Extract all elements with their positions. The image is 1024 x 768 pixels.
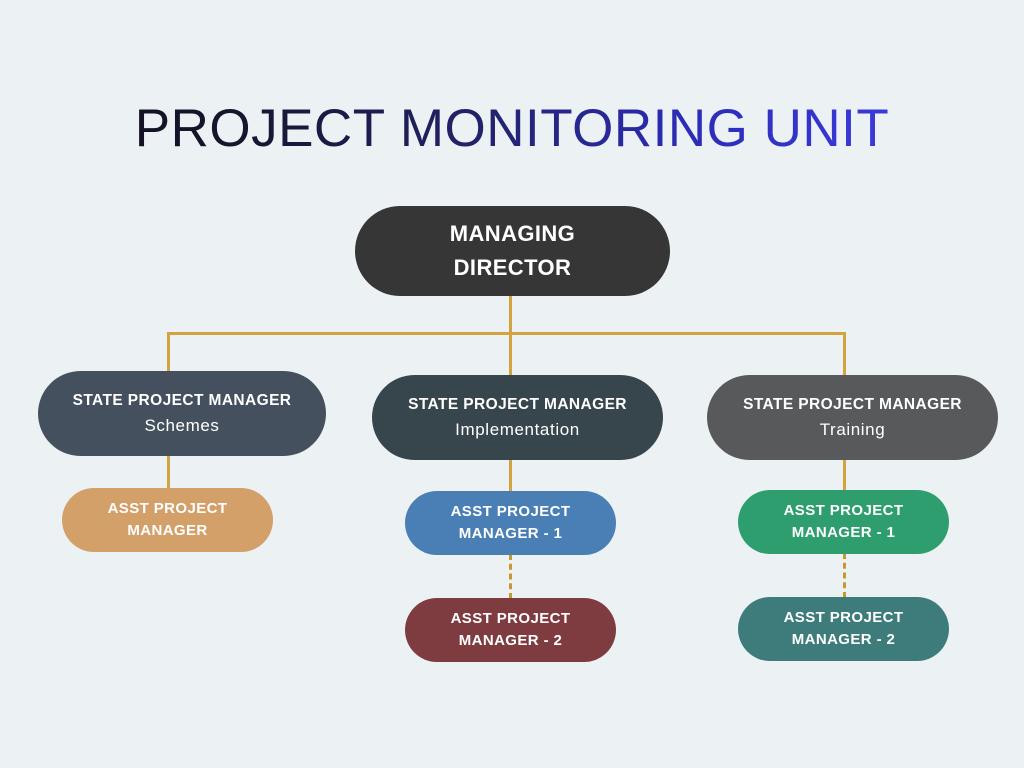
node-asst-project-manager-implementation-1[interactable]: ASST PROJECT MANAGER - 1 [405,491,616,555]
node-apm-training-1-line2: MANAGER - 1 [791,524,896,541]
node-apm-schemes-line2: MANAGER [127,522,208,539]
node-apm-implementation-1-line1: ASST PROJECT [450,503,571,520]
node-managing-director-line1: MANAGING [449,221,576,246]
node-state-project-manager-schemes[interactable]: STATE PROJECT MANAGER Schemes [38,371,326,456]
node-state-project-manager-training[interactable]: STATE PROJECT MANAGER Training [707,375,998,460]
node-spm-implementation-title: STATE PROJECT MANAGER [408,395,627,413]
node-spm-training-subtitle: Training [819,419,886,439]
connector-apm-training-1-to-2 [843,553,846,598]
connector-apm-implementation-1-to-2 [509,554,512,599]
connector-bus-to-spm-schemes [167,332,170,373]
connector-bus-to-spm-training [843,332,846,377]
node-managing-director-line2: DIRECTOR [453,255,572,280]
page-title: PROJECT MONITORING UNIT [0,96,1024,162]
node-apm-schemes-line1: ASST PROJECT [107,500,228,517]
node-apm-implementation-2-line2: MANAGER - 2 [458,632,563,649]
node-apm-implementation-2-line1: ASST PROJECT [450,610,571,627]
connector-horizontal-bus [167,332,846,335]
node-asst-project-manager-schemes[interactable]: ASST PROJECT MANAGER [62,488,273,552]
node-spm-training-title: STATE PROJECT MANAGER [743,395,962,413]
node-spm-implementation-subtitle: Implementation [455,419,580,439]
node-apm-training-1-line1: ASST PROJECT [783,502,904,519]
node-asst-project-manager-training-1[interactable]: ASST PROJECT MANAGER - 1 [738,490,949,554]
node-apm-training-2-line2: MANAGER - 2 [791,631,896,648]
node-spm-schemes-title: STATE PROJECT MANAGER [72,391,292,409]
node-spm-schemes-subtitle: Schemes [144,415,220,435]
node-apm-training-2-line1: ASST PROJECT [783,609,904,626]
node-state-project-manager-implementation[interactable]: STATE PROJECT MANAGER Implementation [372,375,663,460]
connector-spm-training-to-apm-1 [843,459,846,492]
node-asst-project-manager-training-2[interactable]: ASST PROJECT MANAGER - 2 [738,597,949,661]
node-apm-implementation-1-line2: MANAGER - 1 [458,525,563,542]
connector-spm-schemes-to-apm [167,455,170,490]
connector-spm-implementation-to-apm-1 [509,459,512,493]
node-managing-director[interactable]: MANAGING DIRECTOR [355,206,670,296]
connector-bus-to-spm-implementation [509,332,512,377]
node-asst-project-manager-implementation-2[interactable]: ASST PROJECT MANAGER - 2 [405,598,616,662]
connector-md-stem [509,296,512,334]
